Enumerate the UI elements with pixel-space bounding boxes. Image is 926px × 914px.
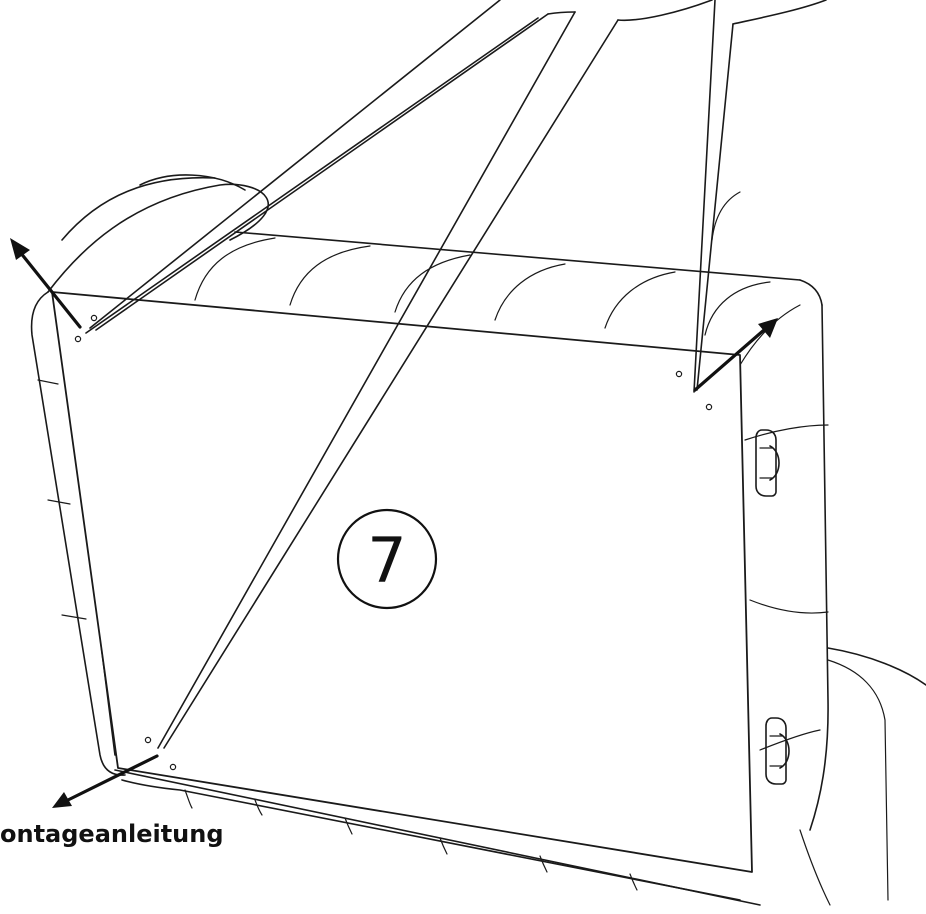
hole-bottom-left-1 <box>144 736 152 744</box>
arrow-top-left-icon <box>10 238 82 329</box>
step-circle <box>336 508 438 610</box>
hole-top-left-1 <box>90 314 98 322</box>
hole-bottom-left-2 <box>169 763 177 771</box>
callout-lines <box>85 0 827 749</box>
hole-top-right-1 <box>675 370 683 378</box>
right-side <box>739 304 829 831</box>
hole-top-right-2 <box>705 403 713 411</box>
hole-top-left-2 <box>74 335 82 343</box>
handle-upper-icon <box>755 429 780 497</box>
step-number: 7 <box>367 524 406 597</box>
screw-holes <box>74 314 713 771</box>
back-panel <box>51 291 753 873</box>
caption-text: ontageanleitung <box>0 820 224 848</box>
arrow-top-right-icon <box>693 318 778 392</box>
bottom-base <box>114 647 926 906</box>
arrow-bottom-left-icon <box>52 754 159 808</box>
handle-lower-icon <box>765 717 790 785</box>
step-indicator: 7 <box>336 508 438 610</box>
